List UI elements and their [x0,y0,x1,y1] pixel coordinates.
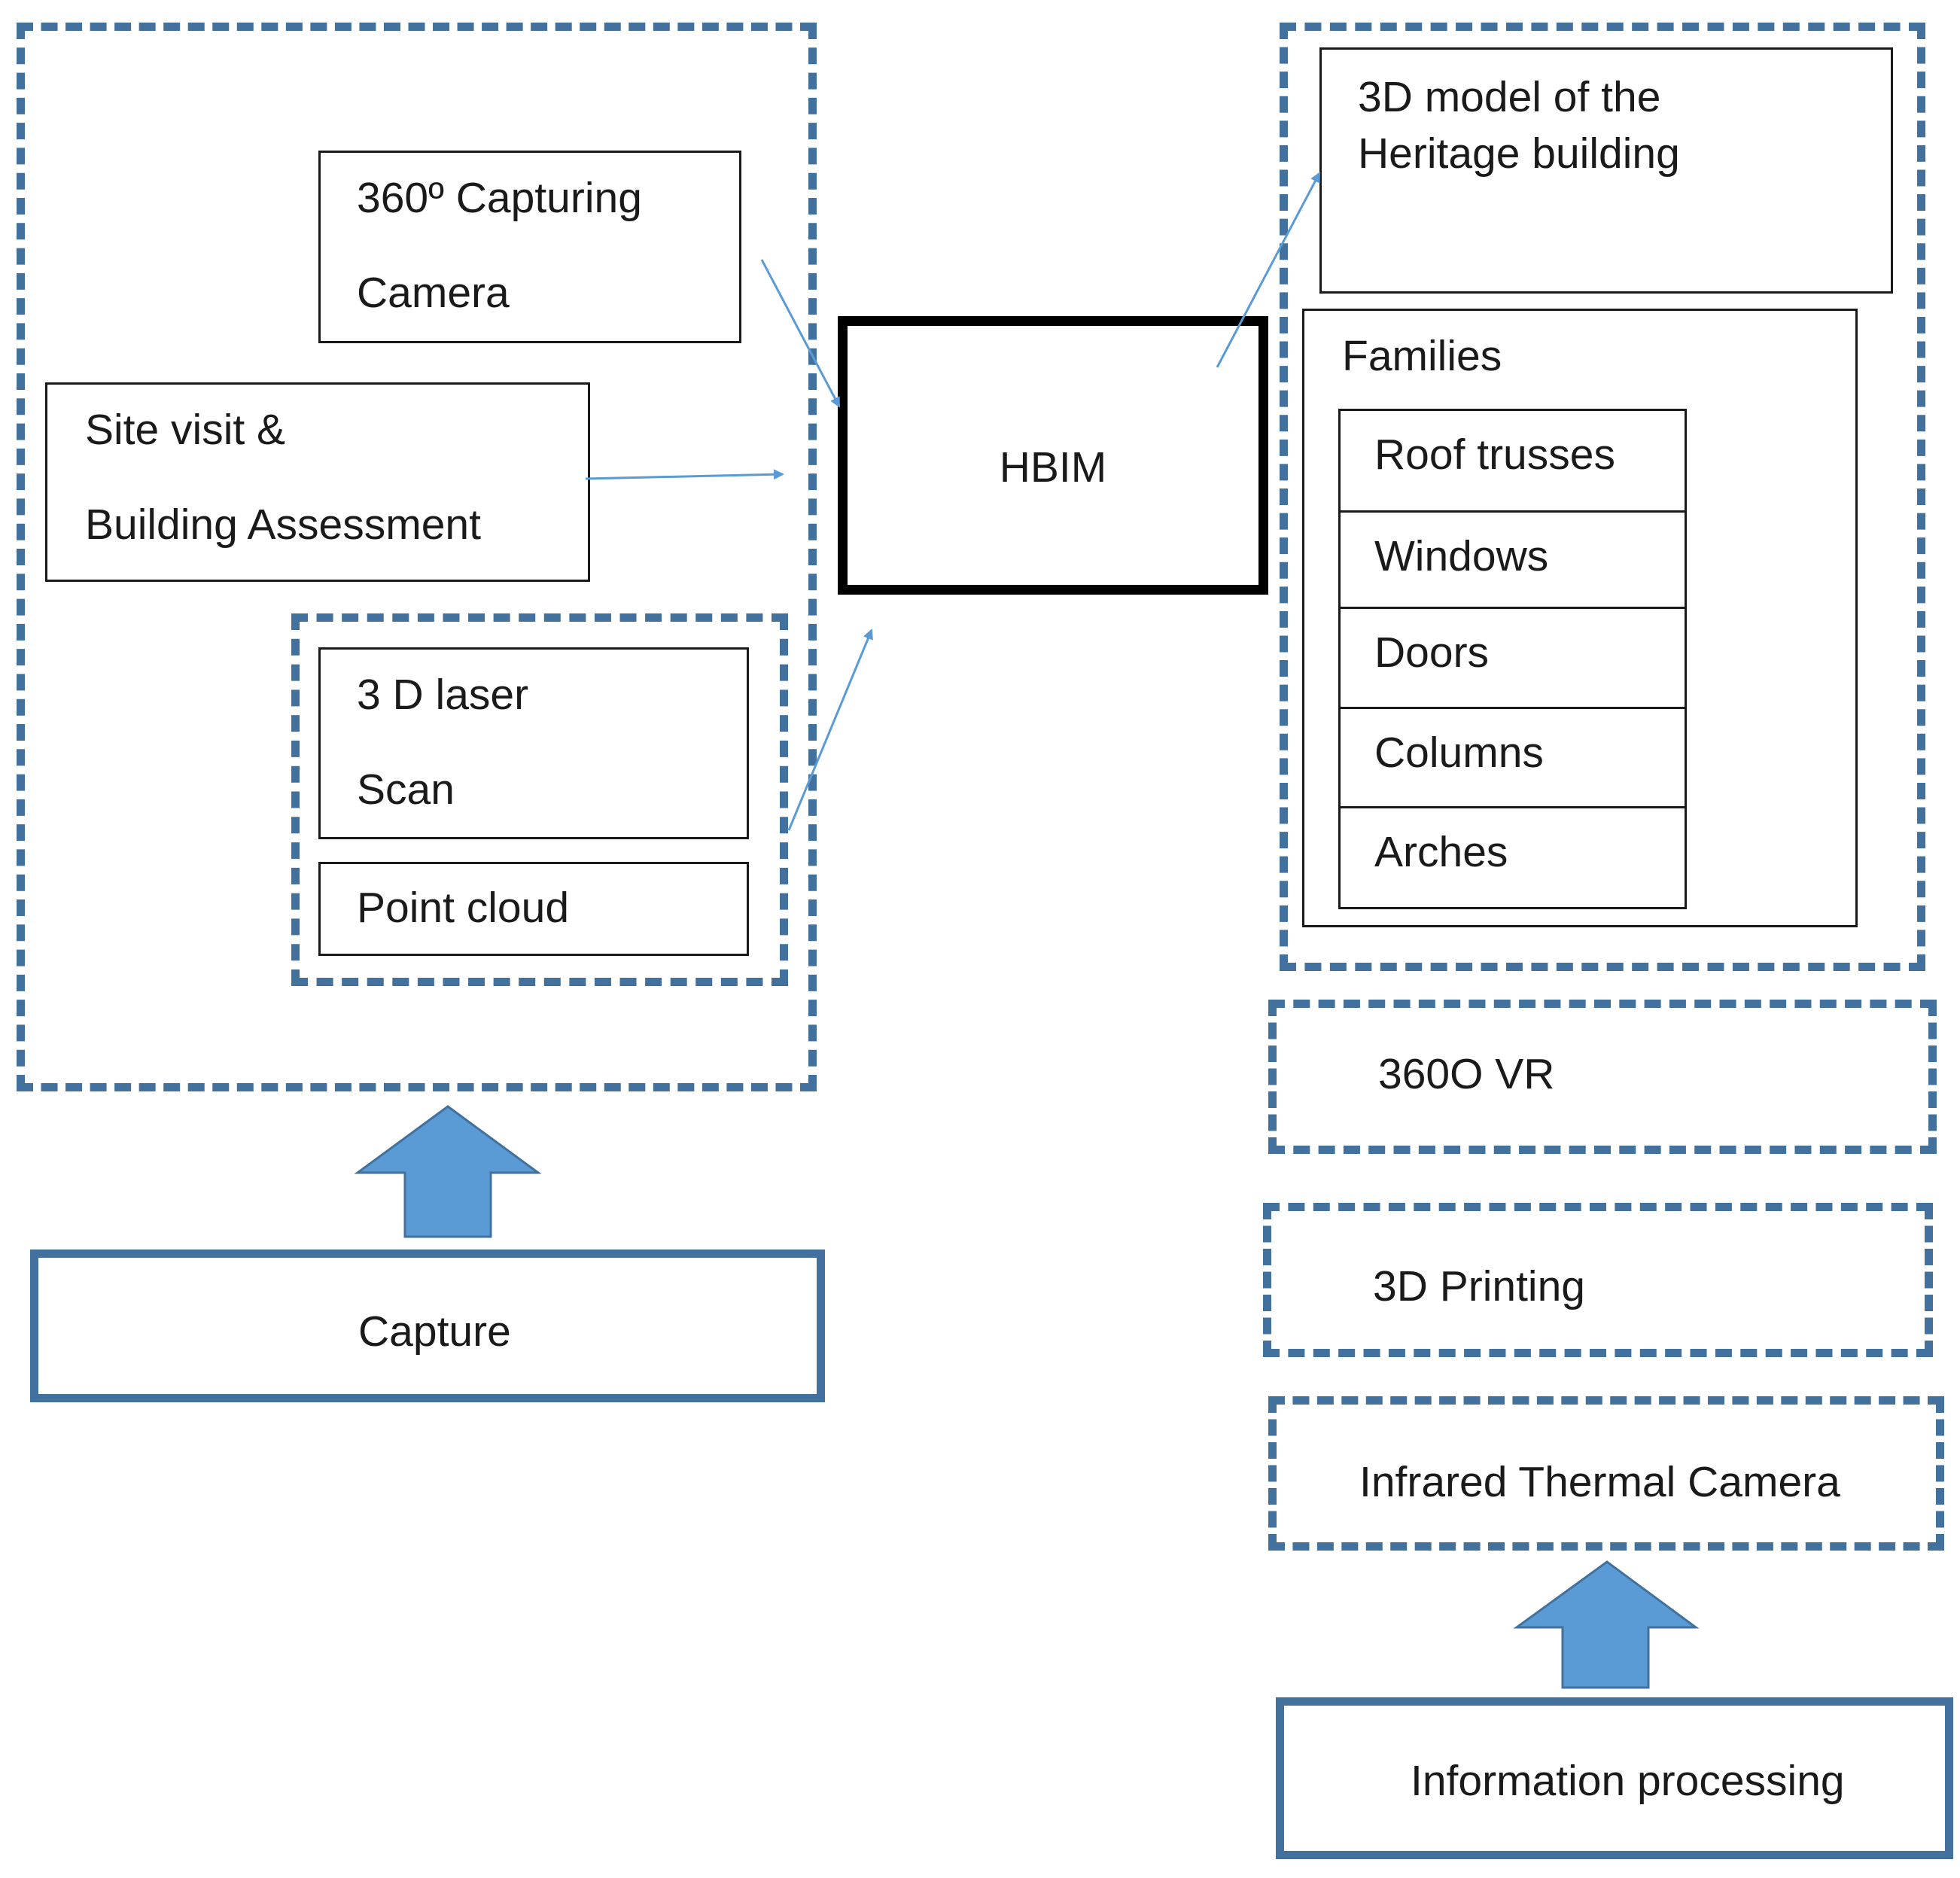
vr-box: 360O VR [1268,1000,1937,1154]
processing-label: Information processing [1411,1757,1845,1805]
families-title: Families [1342,332,1502,380]
output-group-border [1280,23,1925,971]
model-label-line1: 3D model of the [1358,73,1661,121]
family-item-label: Doors [1374,629,1490,677]
capture-label: Capture [358,1307,511,1356]
vr-label: 360O VR [1378,1050,1555,1098]
family-item-columns: Columns [1341,709,1685,808]
family-item-windows: Windows [1341,513,1685,609]
camera-label-line2: Camera [357,269,510,317]
family-item-roof-trusses: Roof trusses [1341,411,1685,513]
thermal-label: Infrared Thermal Camera [1359,1458,1840,1506]
laser-scan-label-line2: Scan [357,766,455,814]
scan-group-border [291,613,788,986]
capture-block-arrow-icon [354,1105,542,1238]
processing-label-box: Information processing [1276,1697,1953,1859]
site-visit-box: Site visit & Building Assessment [45,382,590,582]
thermal-box: Infrared Thermal Camera [1268,1396,1944,1551]
point-cloud-box: Point cloud [318,862,749,956]
family-item-label: Arches [1374,828,1508,876]
family-item-label: Roof trusses [1374,431,1615,479]
family-item-label: Windows [1374,532,1549,580]
family-item-doors: Doors [1341,609,1685,709]
capture-label-box: Capture [30,1249,825,1402]
camera-label-line1: 360º Capturing [357,174,642,222]
families-box: Families Roof trusses Windows Doors Colu… [1302,309,1858,927]
families-list: Roof trusses Windows Doors Columns Arche… [1338,409,1687,909]
hbim-label: HBIM [999,443,1107,492]
capture-group-border [17,23,817,1091]
hbim-box: HBIM [838,316,1268,595]
model-label-line2: Heritage building [1358,129,1680,178]
model-box: 3D model of the Heritage building [1319,47,1893,294]
printing-box: 3D Printing [1263,1203,1933,1357]
family-item-label: Columns [1374,729,1544,777]
printing-label: 3D Printing [1373,1262,1585,1310]
site-visit-label-line1: Site visit & [85,406,286,454]
family-item-arches: Arches [1341,808,1685,907]
camera-box: 360º Capturing Camera [318,151,741,343]
point-cloud-label: Point cloud [357,884,570,932]
processing-block-arrow-icon [1513,1560,1700,1689]
site-visit-label-line2: Building Assessment [85,501,481,549]
laser-scan-label-line1: 3 D laser [357,671,529,719]
laser-scan-box: 3 D laser Scan [318,647,749,839]
